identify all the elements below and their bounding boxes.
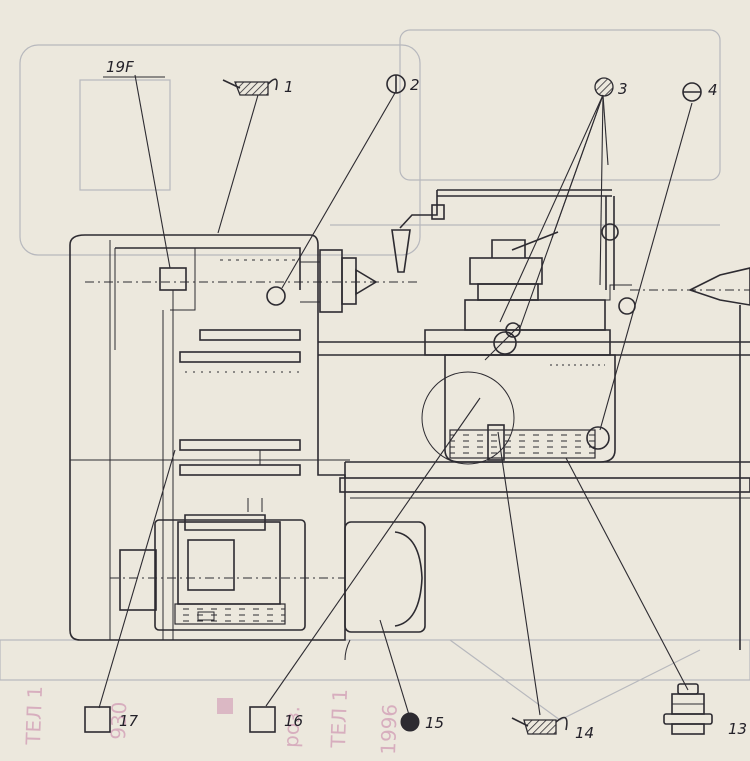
callout-15-filled-circle-icon (400, 712, 420, 732)
callout-13-grease-cup-icon (663, 683, 713, 735)
lathe-bed (318, 341, 750, 499)
background-show-through (0, 29, 750, 721)
callout-15-label: 15 (425, 714, 444, 732)
pink-stamp-marks: ТЕЛ 1 930 роз. ТЕЛ 1 1996 (21, 685, 402, 755)
callout-17-square-icon (84, 706, 111, 733)
callout-13-label: 13 (728, 720, 747, 738)
svg-text:ТЕЛ 1: ТЕЛ 1 (21, 685, 47, 746)
carriage-apron (391, 189, 750, 650)
callout-17-label: 17 (119, 712, 139, 730)
callout-4-circle-horizontal-line-icon (682, 82, 702, 102)
callout-2-circle-vertical-line-icon (386, 74, 406, 94)
callout-4-label: 4 (708, 81, 718, 99)
callout-16-square-icon (249, 706, 276, 733)
callout-19f-label: 19F (106, 58, 134, 76)
leader-lines (98, 74, 693, 719)
callout-3-hatched-circle-icon (594, 77, 614, 97)
svg-text:ТЕЛ 1: ТЕЛ 1 (326, 688, 352, 749)
callout-14-label: 14 (575, 724, 594, 742)
callout-14-oil-can-icon (511, 716, 568, 735)
callout-2-label: 2 (410, 76, 420, 94)
callout-3-label: 3 (618, 80, 628, 98)
callout-16-label: 16 (284, 712, 303, 730)
headstock (69, 234, 426, 661)
callout-1-oil-can-icon (222, 78, 278, 96)
svg-text:1996: 1996 (376, 703, 402, 755)
svg-text:роз.: роз. (279, 705, 304, 748)
callout-1-label: 1 (284, 78, 294, 96)
